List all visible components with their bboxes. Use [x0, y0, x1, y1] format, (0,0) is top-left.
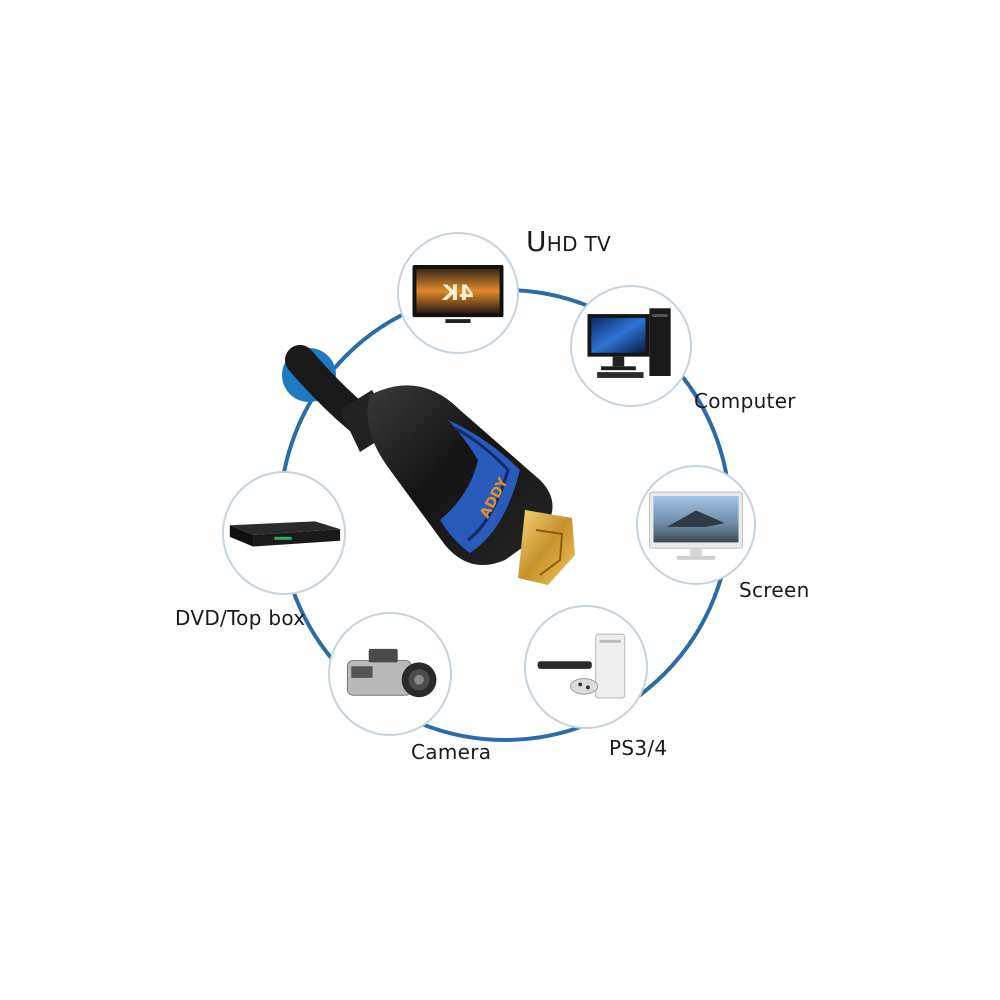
- ps-label: PS3/4: [609, 736, 668, 760]
- screen-label: Screen: [739, 578, 810, 602]
- svg-text:4K: 4K: [441, 281, 474, 306]
- camcorder-icon: [346, 648, 437, 698]
- uhd-tv-label-rest: HD TV: [546, 232, 611, 256]
- dvd-label: DVD/Top box: [175, 606, 306, 630]
- computer-label: Computer: [694, 389, 796, 413]
- uhd-tv-label: UHD TV: [526, 225, 611, 258]
- monitor-icon: [649, 491, 743, 560]
- computer-bubble: [570, 285, 692, 407]
- tv-icon: 4K: [412, 264, 504, 323]
- uhd-tv-bubble: 4K: [397, 232, 519, 354]
- gold-connector: [518, 510, 575, 585]
- dvd-bubble: [222, 471, 346, 595]
- ps-bubble: [524, 605, 648, 729]
- console-icon: [537, 633, 626, 699]
- uhd-tv-label-prefix: U: [526, 225, 547, 258]
- computer-icon: [587, 308, 671, 378]
- hdmi-cable: ADDY: [285, 345, 575, 585]
- screen-bubble: [636, 465, 756, 585]
- camera-bubble: [328, 612, 452, 736]
- dvd-player-icon: [229, 521, 341, 547]
- camera-label: Camera: [411, 740, 492, 764]
